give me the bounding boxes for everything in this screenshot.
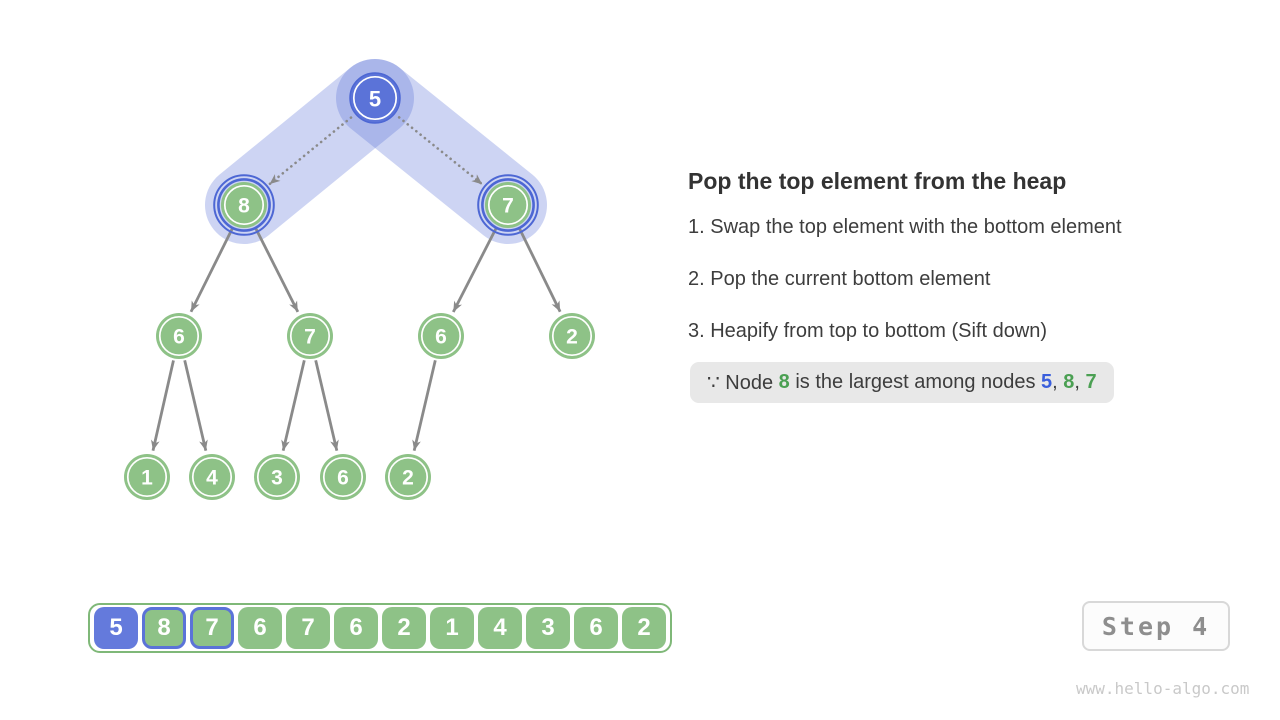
- highlight-band: [205, 59, 414, 244]
- tree-node-1: 1: [124, 454, 170, 500]
- tree-edge: [517, 226, 562, 313]
- page-title: Pop the top element from the heap: [688, 168, 1067, 194]
- node-inner-ring: [289, 315, 331, 357]
- array-cell-5: 6: [334, 607, 378, 649]
- tree-edge: [314, 360, 339, 452]
- tree-edge: [452, 226, 498, 313]
- node-circle: [124, 454, 170, 500]
- node-label: 8: [238, 195, 250, 218]
- note-num-7: 7: [1085, 371, 1097, 393]
- watermark: www.hello-algo.com: [1076, 679, 1250, 698]
- node-label: 6: [173, 326, 185, 349]
- node-inner-ring: [387, 456, 429, 498]
- heap-tree-diagram: 5 8 7 6 7 6 2 1 4 3 6 2: [124, 59, 595, 500]
- selection-ring-inner: [481, 178, 535, 232]
- note-box: ∵ Node 8 is the largest among nodes 5, 8…: [690, 362, 1114, 403]
- node-inner-ring: [322, 456, 364, 498]
- node-label: 6: [337, 467, 349, 490]
- node-circle: [287, 313, 333, 359]
- node-inner-ring: [223, 184, 265, 226]
- node-inner-ring: [352, 75, 398, 121]
- selection-ring-outer: [213, 174, 275, 236]
- node-inner-ring: [551, 315, 593, 357]
- node-circle: [254, 454, 300, 500]
- tree-node-7: 7: [477, 174, 539, 236]
- tree-node-7: 7: [287, 313, 333, 359]
- node-label: 3: [271, 467, 283, 490]
- node-label: 4: [206, 467, 218, 490]
- step-line-1: 1. Swap the top element with the bottom …: [688, 216, 1122, 238]
- array-cell-3: 6: [238, 607, 282, 649]
- node-label: 2: [402, 467, 414, 490]
- array-cell-9: 3: [526, 607, 570, 649]
- tree-node-6: 6: [156, 313, 202, 359]
- node-inner-ring: [126, 456, 168, 498]
- step-line-3: 3. Heapify from top to bottom (Sift down…: [688, 320, 1048, 342]
- note-text: is the largest among nodes: [789, 371, 1042, 393]
- tree-node-5: 5: [349, 72, 401, 124]
- tree-node-2: 2: [385, 454, 431, 500]
- node-circle: [349, 72, 401, 124]
- node-label: 6: [435, 326, 447, 349]
- node-inner-ring: [487, 184, 529, 226]
- note-node-8: 8: [778, 371, 790, 393]
- note-num-8: 8: [1063, 371, 1075, 393]
- swap-arrow: [268, 116, 353, 186]
- node-inner-ring: [158, 315, 200, 357]
- node-label: 7: [304, 326, 316, 349]
- node-label: 1: [141, 467, 153, 490]
- array-cell-6: 2: [382, 607, 426, 649]
- array-cell-2: 7: [190, 607, 234, 649]
- note-text: ,: [1052, 371, 1064, 393]
- array-cell-1: 8: [142, 607, 186, 649]
- node-inner-ring: [256, 456, 298, 498]
- node-circle: [156, 313, 202, 359]
- note-num-5: 5: [1041, 371, 1053, 393]
- selection-ring-inner: [217, 178, 271, 232]
- tree-edge: [281, 360, 306, 452]
- swap-arrow: [397, 116, 484, 186]
- step-badge: Step 4: [1082, 601, 1230, 651]
- tree-edge: [189, 226, 235, 313]
- tree-node-6: 6: [320, 454, 366, 500]
- tree-edge: [412, 360, 437, 452]
- node-circle: [485, 182, 531, 228]
- tree-node-3: 3: [254, 454, 300, 500]
- selection-ring-outer: [477, 174, 539, 236]
- node-circle: [385, 454, 431, 500]
- tree-node-2: 2: [549, 313, 595, 359]
- node-circle: [320, 454, 366, 500]
- array-cell-7: 1: [430, 607, 474, 649]
- tree-node-4: 4: [189, 454, 235, 500]
- node-label: 7: [502, 195, 514, 218]
- node-circle: [418, 313, 464, 359]
- tree-edge: [253, 226, 300, 313]
- node-circle: [221, 182, 267, 228]
- note-text: ,: [1074, 371, 1086, 393]
- node-inner-ring: [420, 315, 462, 357]
- tree-edge: [151, 360, 175, 451]
- array-cell-11: 2: [622, 607, 666, 649]
- array-cell-0: 5: [94, 607, 138, 649]
- step-line-2: 2. Pop the current bottom element: [688, 268, 991, 290]
- array-cell-8: 4: [478, 607, 522, 649]
- array-cell-10: 6: [574, 607, 618, 649]
- tree-node-8: 8: [213, 174, 275, 236]
- tree-edge: [183, 360, 208, 452]
- tree-node-6: 6: [418, 313, 464, 359]
- note-text: ∵ Node: [707, 372, 779, 394]
- node-circle: [549, 313, 595, 359]
- node-inner-ring: [191, 456, 233, 498]
- node-label: 2: [566, 326, 578, 349]
- node-label: 5: [369, 87, 381, 112]
- array-cell-4: 7: [286, 607, 330, 649]
- node-circle: [189, 454, 235, 500]
